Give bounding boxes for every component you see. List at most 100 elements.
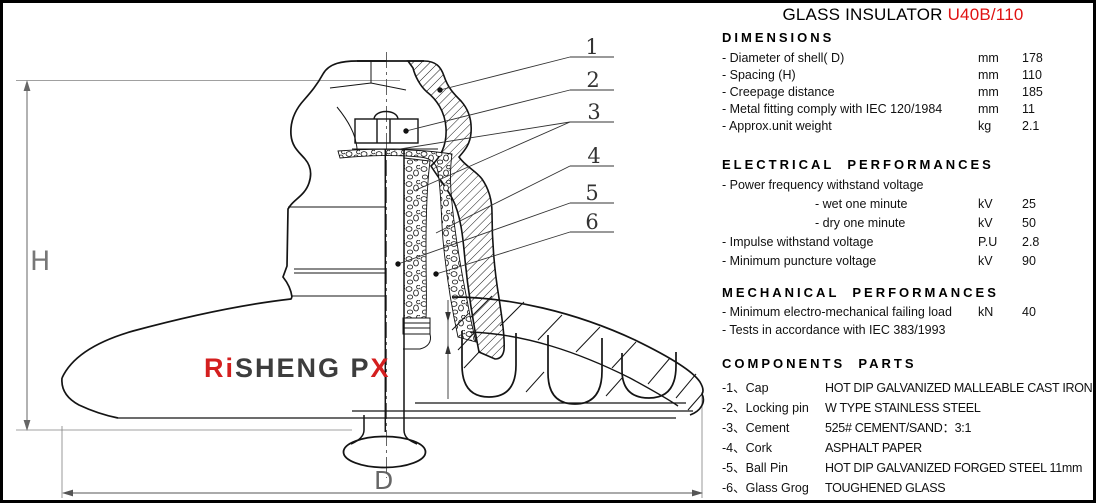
spec-unit: kV — [978, 216, 993, 230]
spec-unit: mm — [978, 85, 999, 99]
spec-value: 2.1 — [1022, 119, 1040, 133]
part-name: Cap — [745, 381, 769, 395]
locking-pin-detail — [354, 110, 419, 144]
part-name: Ball Pin — [745, 461, 789, 475]
part-name: Cork — [745, 441, 773, 455]
insulator-section — [61, 60, 705, 469]
cork-layers — [402, 317, 431, 350]
spec-label: - Metal fitting comply with IEC 120/1984 — [722, 102, 943, 116]
spec-row: - Power frequency withstand voltage — [722, 176, 1090, 195]
title-model-number: U40B/110 — [947, 5, 1024, 24]
section-header-dimensions: DIMENSIONS — [722, 30, 835, 45]
electrical-table: - Power frequency withstand voltage - wet… — [722, 176, 1090, 271]
component-part-row: -3、Cement 525# CEMENT/SAND：3:1 — [722, 418, 1090, 438]
spec-value: 25 — [1022, 197, 1036, 211]
spec-value: 90 — [1022, 254, 1036, 268]
callout-6: 6 — [585, 210, 598, 234]
small-dimension — [445, 300, 451, 399]
component-part-row: -1、Cap HOT DIP GALVANIZED MALLEABLE CAST … — [722, 378, 1093, 398]
part-number: -2、 — [722, 401, 746, 415]
dimension-h: H — [16, 80, 400, 431]
spec-unit: kV — [978, 254, 993, 268]
spec-unit: mm — [978, 102, 999, 116]
cap-section-wall — [406, 60, 505, 360]
spec-label: - dry one minute — [815, 216, 906, 230]
spec-label: - Diameter of shell( D) — [722, 51, 845, 65]
part-material: 525# CEMENT/SAND：3:1 — [825, 421, 972, 435]
spec-unit: kg — [978, 119, 992, 133]
spec-label: - Power frequency withstand voltage — [722, 178, 924, 192]
spec-label: - Spacing (H) — [722, 68, 796, 82]
spec-row: - wet one minute kV 25 — [722, 195, 1090, 214]
spec-row: - Tests in accordance with IEC 383/1993 — [722, 321, 1090, 339]
under-ribs — [461, 331, 677, 405]
part-material: ASPHALT PAPER — [825, 441, 922, 455]
callout-1: 1 — [585, 35, 598, 59]
part-material: W TYPE STAINLESS STEEL — [825, 401, 981, 415]
ball-pin — [342, 149, 427, 469]
spec-label: - Creepage distance — [722, 85, 835, 99]
cement-inner — [403, 157, 431, 319]
part-number: -6、 — [722, 481, 746, 495]
spec-label: - Approx.unit weight — [722, 119, 832, 133]
shell-left-outline — [61, 296, 293, 379]
part-number: -3、 — [722, 421, 746, 435]
callouts: 1 2 3 4 5 6 — [393, 35, 614, 277]
spec-label: - Minimum electro-mechanical failing loa… — [722, 305, 952, 319]
section-header-mechanical: MECHANICAL PERFORMANCES — [722, 285, 999, 300]
section-header-electrical: ELECTRICAL PERFORMANCES — [722, 157, 994, 172]
spec-unit: mm — [978, 68, 999, 82]
spec-row: - Metal fitting comply with IEC 120/1984… — [722, 101, 1090, 118]
components-table: -1、Cap HOT DIP GALVANIZED MALLEABLE CAST … — [722, 378, 1093, 498]
spec-value: 2.8 — [1022, 235, 1040, 249]
dimension-label-h: H — [30, 246, 50, 277]
spec-value: 50 — [1022, 216, 1036, 230]
callout-3: 3 — [587, 100, 600, 124]
spec-value: 40 — [1022, 305, 1036, 319]
part-number: -4、 — [722, 441, 746, 455]
shell-right-top — [451, 296, 705, 416]
part-number: -1、 — [722, 381, 746, 395]
spec-row: - Spacing (H) mm 110 — [722, 67, 1090, 84]
part-material: HOT DIP GALVANIZED MALLEABLE CAST IRON — [825, 381, 1093, 395]
spec-label: - Impulse withstand voltage — [722, 235, 874, 249]
glass-hatch-lines — [451, 295, 703, 411]
spec-label: - wet one minute — [815, 197, 908, 211]
spec-value: 178 — [1022, 51, 1043, 65]
callout-5: 5 — [585, 181, 598, 205]
part-material: TOUGHENED GLASS — [825, 481, 946, 495]
part-name: Glass Grog — [745, 481, 809, 495]
part-number: -5、 — [722, 461, 746, 475]
spec-value: 185 — [1022, 85, 1043, 99]
spec-row: - Creepage distance mm 185 — [722, 84, 1090, 101]
spec-label: - Tests in accordance with IEC 383/1993 — [722, 323, 946, 337]
cement-outer — [337, 148, 477, 343]
spec-row: - Minimum electro-mechanical failing loa… — [722, 303, 1090, 321]
brand-logo: RiSHENG PX — [204, 353, 391, 383]
component-part-row: -6、Glass Grog TOUGHENED GLASS — [722, 478, 1090, 498]
spec-row: - Impulse withstand voltage P.U 2.8 — [722, 233, 1090, 252]
dimension-d: D — [61, 392, 703, 498]
spec-row: - Approx.unit weight kg 2.1 — [722, 118, 1090, 135]
spec-row: - dry one minute kV 50 — [722, 214, 1090, 233]
cap-outline — [282, 60, 386, 298]
spec-unit: P.U — [978, 235, 998, 249]
callout-4: 4 — [587, 144, 600, 168]
callout-2: 2 — [586, 68, 599, 92]
spec-unit: kN — [978, 305, 994, 319]
part-name: Cement — [745, 421, 790, 435]
spec-value: 110 — [1022, 68, 1042, 82]
dimension-label-d: D — [374, 466, 393, 495]
section-header-components: COMPONENTS PARTS — [722, 356, 917, 371]
page-title: GLASS INSULATOR U40B/110 — [714, 5, 1092, 25]
component-part-row: -4、Cork ASPHALT PAPER — [722, 438, 1090, 458]
spec-unit: kV — [978, 197, 993, 211]
